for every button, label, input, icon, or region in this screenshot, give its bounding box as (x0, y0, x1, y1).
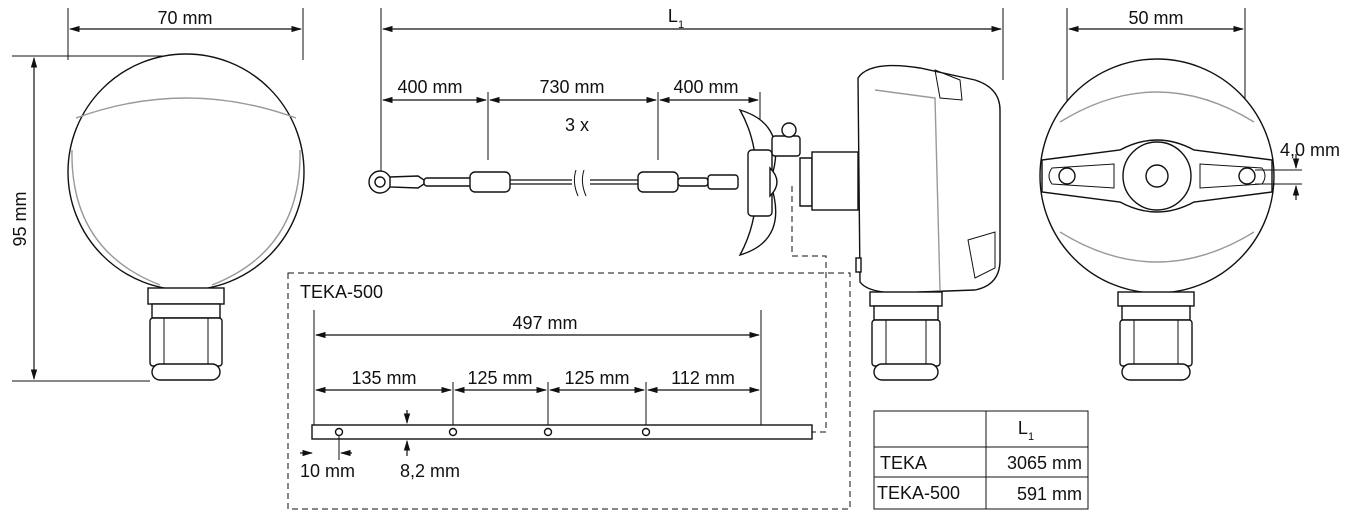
repeat-label: 3 x (565, 115, 589, 135)
teka500-end-offset-label: 10 mm (300, 461, 355, 481)
overall-length-label: L1 (668, 6, 684, 31)
side-view: L1 400 mm 730 mm 400 mm 3 x (368, 6, 1004, 433)
back-view: 50 mm 4,0 mm (1039, 8, 1340, 381)
segment-1-label: 400 mm (397, 77, 462, 97)
table-row-value: 3065 mm (1007, 453, 1082, 473)
back-width-label: 50 mm (1128, 8, 1183, 28)
housing-front (67, 53, 305, 291)
teka500-seg-1-label: 135 mm (351, 368, 416, 388)
teka500-title: TEKA-500 (300, 282, 383, 302)
table-row-value: 591 mm (1017, 484, 1082, 504)
front-width-label: 70 mm (157, 8, 212, 28)
table-row-name: TEKA (880, 453, 927, 473)
teka500-rail (311, 424, 813, 440)
segment-2-label: 730 mm (539, 77, 604, 97)
teka500-width-label: 8,2 mm (400, 461, 460, 481)
hole-size-label: 4,0 mm (1280, 140, 1340, 160)
teka500-frame (287, 272, 851, 510)
front-height-label: 95 mm (10, 191, 30, 246)
table-row-name: TEKA-500 (877, 483, 960, 503)
teka500-seg-3-label: 125 mm (564, 368, 629, 388)
teka500-seg-2-label: 125 mm (467, 368, 532, 388)
teka500-detail: TEKA-500 497 mm 135 mm 125 mm 125 mm 112… (287, 272, 851, 510)
length-table: L1 TEKA 3065 mm TEKA-500 591 mm (873, 410, 1089, 510)
front-view: 70 mm 95 mm (10, 8, 305, 382)
segment-3-label: 400 mm (673, 77, 738, 97)
table-header-l: L1 (1018, 418, 1034, 443)
teka500-total-label: 497 mm (512, 313, 577, 333)
teka500-seg-4-label: 112 mm (671, 368, 735, 388)
